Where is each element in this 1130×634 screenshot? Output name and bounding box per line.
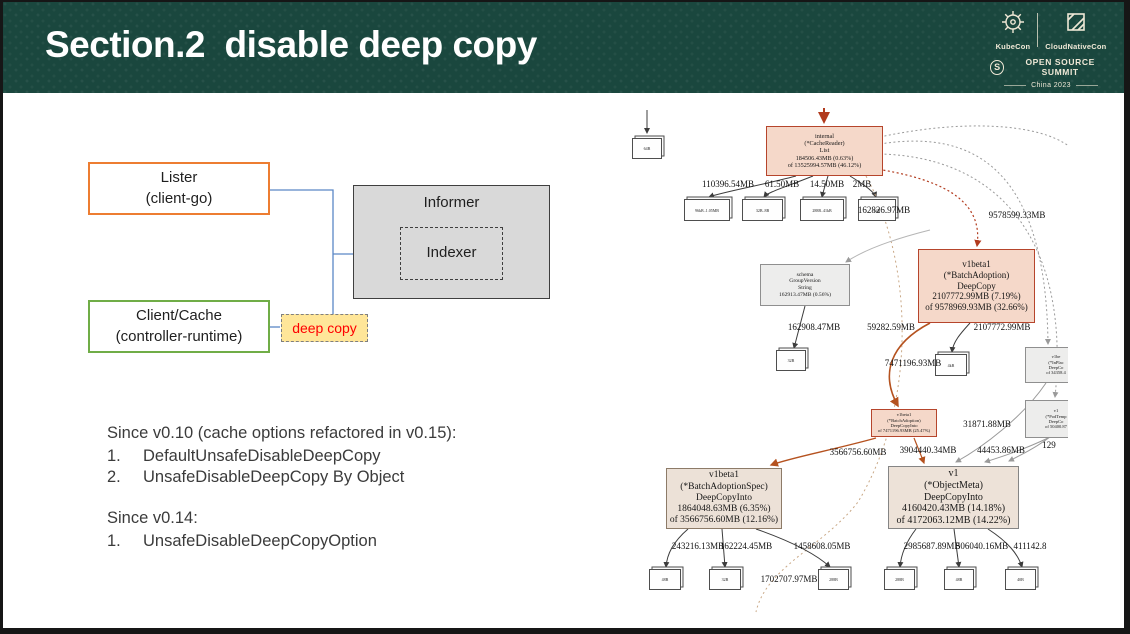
list-item: 1. DefaultUnsafeDisableDeepCopy — [107, 446, 577, 467]
informer-label: Informer — [423, 194, 480, 211]
cloudnativecon-label: CloudNativeCon — [1045, 42, 1107, 51]
lister-box: Lister (client-go) — [88, 162, 270, 215]
pprof-leaf: 64B — [632, 138, 662, 159]
indexer-box: Indexer — [400, 227, 503, 280]
open-source-summit-icon: S — [990, 59, 1005, 75]
edge-weight-label: 129 — [1042, 440, 1056, 450]
architecture-diagram: Lister (client-go) Informer Indexer Clie… — [83, 152, 603, 380]
kubecon-helm-icon — [1000, 9, 1026, 40]
event-rule-left — [1004, 85, 1027, 86]
conference-logos: KubeCon CloudNativeCon S OPEN SOURCE SUM… — [990, 9, 1112, 89]
since-v014-heading: Since v0.14: — [107, 509, 198, 528]
edge-weight-label: 162908.47MB — [787, 322, 841, 332]
edge-weight-label: 506040.16MB — [955, 541, 1009, 551]
edge-weight-label: 7471196.93MB — [884, 358, 942, 368]
logo-divider — [1037, 13, 1039, 47]
edge-weight-label: 110396.54MB — [702, 179, 754, 189]
edge-weight-label: 9578599.33MB — [988, 210, 1046, 220]
edge-weight-label: 44453.86MB — [977, 445, 1025, 455]
client-cache-sublabel: (controller-runtime) — [115, 327, 243, 345]
list-item: 2. UnsafeDisableDeepCopy By Object — [107, 467, 577, 488]
cloudnativecon-icon — [1063, 9, 1089, 40]
item-text: UnsafeDisableDeepCopyOption — [143, 532, 377, 551]
kubecon-label: KubeCon — [995, 42, 1031, 51]
pprof-leaf: 96kB..1.05MB — [684, 199, 730, 221]
edge-weight-label: 162826.97MB — [857, 205, 911, 215]
item-number: 1. — [107, 447, 121, 466]
edge-weight-label: 61.50MB — [764, 179, 800, 189]
pprof-leaf: 288B — [884, 569, 915, 590]
item-text: UnsafeDisableDeepCopy By Object — [143, 468, 405, 487]
deep-copy-label: deep copy — [292, 319, 357, 336]
edge-weight-label: 3904440.34MB — [899, 445, 957, 455]
edge-weight-label: 14.50MB — [809, 179, 845, 189]
slide-header: Section.2 disable deep copy KubeCon — [3, 2, 1124, 93]
list-item: 1. UnsafeDisableDeepCopyOption — [107, 531, 577, 552]
edge-weight-label: 3566756.60MB — [829, 447, 887, 457]
edge-weight-label: 243216.13MB — [671, 541, 725, 551]
pprof-leaf: 48B — [944, 569, 974, 590]
event-rule-right — [1075, 85, 1098, 86]
pprof-leaf: 32B — [709, 569, 741, 590]
lister-label: Lister — [160, 169, 198, 187]
pprof-leaf: 32B..8B — [742, 199, 783, 221]
notes-block: Since v0.10 (cache options refactored in… — [107, 423, 577, 553]
item-number: 1. — [107, 532, 121, 551]
pprof-leaf: 4kB — [935, 354, 967, 376]
deep-copy-box: deep copy — [281, 314, 368, 342]
graph-edges-layer — [644, 108, 1068, 613]
edge-weight-label: 1458608.05MB — [793, 541, 851, 551]
edge-weight-label: 2107772.99MB — [973, 322, 1031, 332]
lister-sublabel: (client-go) — [145, 189, 213, 207]
edge-weight-label: 162224.45MB — [719, 541, 773, 551]
pprof-leaf: 288B — [818, 569, 849, 590]
edge-weight-label: 31871.88MB — [963, 419, 1011, 429]
edge-weight-label: 2985687.89MB — [903, 541, 961, 551]
slide: Section.2 disable deep copy KubeCon — [3, 2, 1124, 628]
pprof-leaf: 64B — [858, 199, 896, 221]
client-cache-box: Client/Cache (controller-runtime) — [88, 300, 270, 353]
pprof-leaf: 48B — [649, 569, 681, 590]
edge-weight-label: 2MB — [852, 179, 872, 189]
event-label: China 2023 — [1031, 82, 1071, 89]
pprof-leaf: 288B..41kB — [800, 199, 844, 221]
item-text: DefaultUnsafeDisableDeepCopy — [143, 447, 381, 466]
indexer-label: Indexer — [426, 244, 477, 262]
pprof-leaf: 32B — [776, 350, 806, 371]
open-source-summit-label: OPEN SOURCE SUMMIT — [1025, 57, 1095, 77]
pprof-leaf: 40B — [1005, 569, 1036, 590]
since-v010-heading: Since v0.10 (cache options refactored in… — [107, 424, 457, 442]
edge-weight-label: 59282.59MB — [867, 322, 915, 332]
page-title: Section.2 disable deep copy — [45, 24, 537, 65]
edge-weight-label: 411142.8 — [1013, 541, 1047, 551]
item-number: 2. — [107, 468, 121, 487]
client-cache-label: Client/Cache — [136, 307, 222, 325]
informer-box: Informer — [353, 185, 550, 299]
edge-weight-label: 1702707.97MB — [760, 574, 818, 584]
